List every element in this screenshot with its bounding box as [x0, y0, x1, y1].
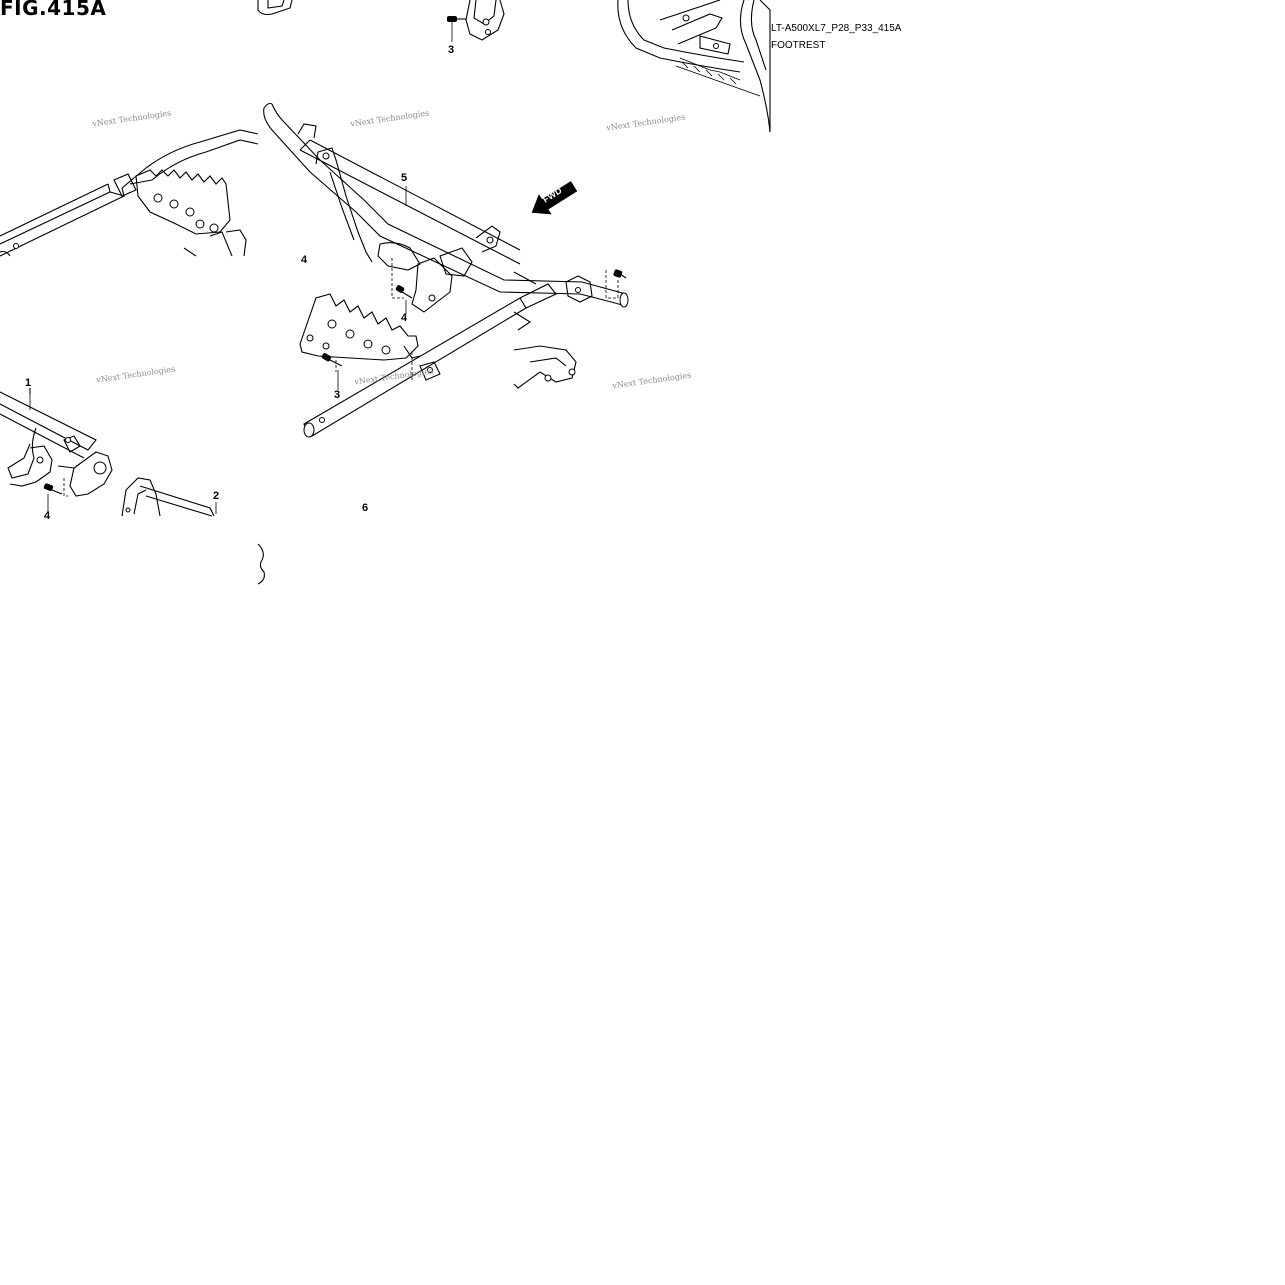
center-bolt-lower: [321, 353, 343, 390]
lower-left-bolt: [43, 483, 63, 512]
center-view: [263, 102, 629, 438]
callout-top-bolt: 3: [448, 44, 455, 56]
fwd-arrow: [531, 181, 578, 215]
figure-code: LT-A500XL7_P28_P33_415A: [771, 23, 902, 34]
top-bolt: [447, 16, 466, 42]
callout-lower-left-bar: 1: [25, 377, 32, 389]
callout-main-frame: 5: [401, 172, 408, 184]
callout-lower-left-bolt: 4: [44, 510, 51, 522]
section-name: FOOTREST: [771, 40, 826, 51]
callout-center-bolt-upper: 4: [401, 312, 408, 324]
center-bolt-upper: [395, 285, 413, 314]
figure-title: FIG.415A: [0, 0, 107, 20]
lower-left-view: [0, 388, 217, 517]
callout-center-left: 4: [301, 254, 308, 266]
callout-bottom: 6: [362, 502, 369, 514]
rear-bolt: [613, 269, 627, 279]
leader-lines: [29, 186, 407, 410]
callout-lower-left-bracket: 2: [213, 490, 220, 502]
callout-center-bolt-lower: 3: [334, 389, 341, 401]
top-cut-view: [257, 0, 505, 41]
lower-arc-fragment: [257, 543, 265, 585]
upper-left-view: [0, 129, 259, 257]
top-right-cut-view: [617, 0, 771, 133]
